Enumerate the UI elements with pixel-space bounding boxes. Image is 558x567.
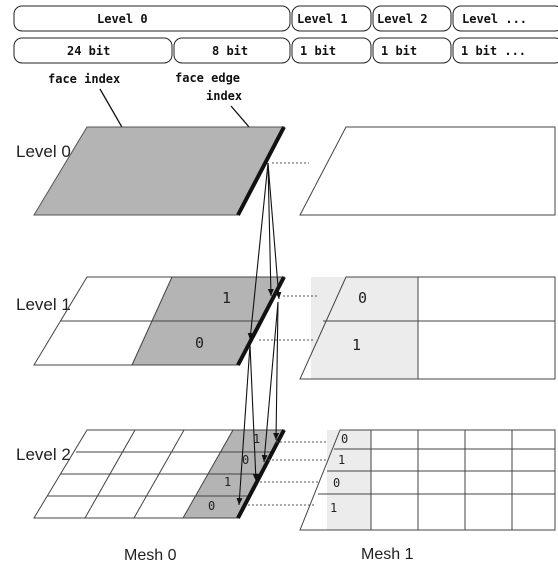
face-index-annotation: face index bbox=[48, 72, 120, 86]
level2-bits-label: 1 bit bbox=[381, 44, 417, 58]
level1-bits-box bbox=[291, 37, 372, 64]
mesh0-level1 bbox=[33, 276, 286, 366]
mesh0-level1-vline bbox=[131, 276, 173, 366]
arrow-l0-l1-b bbox=[267, 162, 274, 297]
edge-index-bits-box bbox=[173, 37, 291, 64]
level1-bits-label: 1 bit bbox=[300, 44, 336, 58]
level2-bits-box bbox=[372, 37, 452, 64]
arrow-l1-l2-c bbox=[261, 301, 279, 463]
mesh1-level1-digit-upper: 0 bbox=[358, 289, 367, 307]
level2-label: Level 2 bbox=[16, 445, 71, 464]
mesh0-level2-digit-1: 1 bbox=[253, 432, 260, 446]
level1-label: Level 1 bbox=[16, 295, 71, 314]
arrow-l0-l1-c bbox=[267, 162, 282, 300]
mesh1-level1-shaded-cells bbox=[311, 277, 418, 379]
mesh1-level2-digit-2: 1 bbox=[338, 453, 345, 467]
levelmore-bits-label: 1 bit ... bbox=[461, 44, 526, 58]
level2-bit-box bbox=[372, 5, 452, 32]
face-index-bits-box bbox=[13, 37, 173, 64]
level0-bit-box bbox=[13, 5, 291, 32]
level0-label: Level 0 bbox=[16, 142, 71, 161]
face-edge-index-annotation-line1: face edge bbox=[175, 71, 240, 85]
mesh0-level2-digit-4: 0 bbox=[208, 499, 215, 513]
level1-bit-box bbox=[291, 5, 372, 32]
mesh1-level1 bbox=[299, 276, 556, 380]
mesh1-level2-shaded-cells bbox=[327, 430, 371, 530]
mesh1-level2 bbox=[299, 429, 556, 531]
refinement-arrows bbox=[236, 162, 282, 506]
mesh0-level2-vline-1 bbox=[84, 429, 136, 519]
face-edge-index-annotation-line2: index bbox=[206, 89, 242, 103]
mesh0-level2-digit-2: 0 bbox=[242, 453, 249, 467]
bit-box-label-levelmore: Level ... bbox=[462, 12, 527, 26]
levelmore-bits-box bbox=[452, 37, 558, 64]
bit-box-label-level0: Level 0 bbox=[97, 12, 148, 26]
mesh0-level2-edge bbox=[236, 429, 286, 519]
mesh1-level0-face bbox=[299, 126, 556, 216]
mesh1-level1-outline bbox=[299, 276, 556, 380]
mesh0-level1-edge bbox=[236, 276, 286, 366]
mesh0-level1-digit-lower: 0 bbox=[195, 334, 204, 352]
bit-layout: Level 0 Level 1 Level 2 Level ... 24 bit… bbox=[13, 5, 558, 64]
mesh0-level1-digit-upper: 1 bbox=[222, 289, 231, 307]
mesh0-label: Mesh 0 bbox=[124, 547, 177, 564]
mesh0-level2-digit-3: 1 bbox=[224, 475, 231, 489]
bit-box-label-level2: Level 2 bbox=[377, 12, 428, 26]
arrow-l1-l2-b bbox=[249, 344, 259, 482]
arrow-l0-l1-a bbox=[247, 162, 269, 341]
mesh1-level2-outline bbox=[299, 429, 556, 531]
correspondence-lines bbox=[248, 162, 326, 506]
mesh1-level2-digit-3: 0 bbox=[333, 476, 340, 490]
mesh1-label: Mesh 1 bbox=[361, 546, 414, 563]
mesh0-level2-vline-3 bbox=[182, 429, 234, 519]
mesh1-level2-digit-1: 0 bbox=[341, 432, 348, 446]
mesh0-level0-edge bbox=[236, 126, 286, 216]
arrow-l1-l2-d bbox=[273, 301, 280, 441]
arrow-l1-l2-a bbox=[236, 344, 251, 506]
mesh0-level2 bbox=[33, 429, 286, 519]
mesh0-level2-vline-2 bbox=[133, 429, 185, 519]
face-index-bits-label: 24 bit bbox=[67, 44, 110, 58]
edge-index-bits-label: 8 bit bbox=[212, 44, 248, 58]
bit-box-label-level1: Level 1 bbox=[297, 12, 348, 26]
mesh1-level2-digit-4: 1 bbox=[330, 501, 337, 515]
mesh1-level1-digit-lower: 1 bbox=[352, 336, 361, 354]
levelmore-bit-box bbox=[452, 5, 558, 32]
